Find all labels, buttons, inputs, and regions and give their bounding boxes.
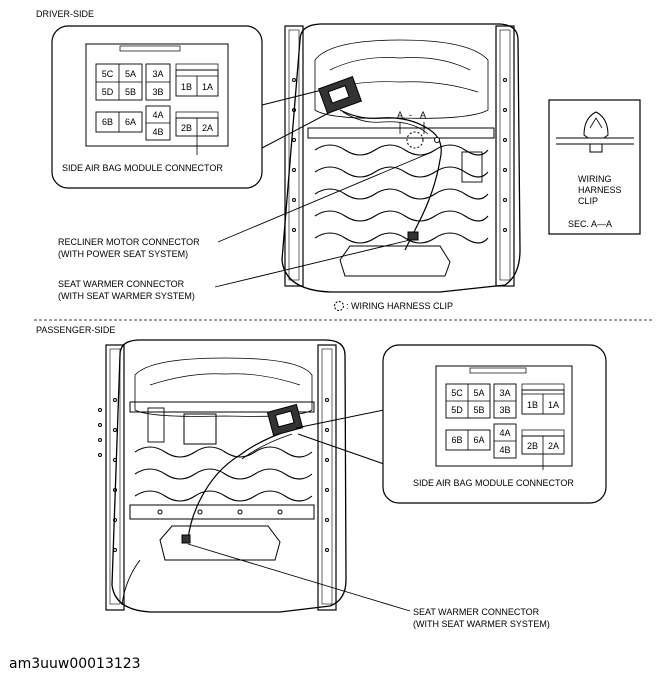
passenger-side-title: PASSENGER-SIDE	[36, 325, 115, 335]
pin-6b: 6B	[102, 117, 113, 127]
passenger-connector-label: SIDE AIR BAG MODULE CONNECTOR	[413, 478, 574, 488]
p-pin-6a: 6A	[473, 435, 484, 445]
pin-5d: 5D	[102, 87, 114, 97]
p-pin-2b: 2B	[527, 441, 538, 451]
p-pin-3b: 3B	[499, 405, 510, 415]
clip-box-line2: HARNESS	[578, 185, 622, 195]
clip-legend-icon	[334, 301, 344, 311]
p-pin-6b: 6B	[451, 435, 462, 445]
p-pin-5b: 5B	[473, 405, 484, 415]
pin-1b: 1B	[181, 82, 192, 92]
driver-seat-frame	[281, 23, 521, 293]
pin-3a: 3A	[152, 69, 163, 79]
driver-warmer-label-1: SEAT WARMER CONNECTOR	[58, 279, 185, 289]
recliner-label-1: RECLINER MOTOR CONNECTOR	[58, 237, 200, 247]
pin-5a: 5A	[125, 69, 136, 79]
driver-seat-airbag-connector	[317, 75, 363, 115]
p-pin-5d: 5D	[451, 405, 463, 415]
p-pin-4b: 4B	[499, 445, 510, 455]
clip-legend-label: : WIRING HARNESS CLIP	[346, 301, 453, 311]
recliner-label-2: (WITH POWER SEAT SYSTEM)	[58, 249, 188, 259]
wiring-harness-clip-marker	[406, 131, 424, 149]
section-a-right: A	[420, 110, 426, 120]
section-a-a-box: WIRING HARNESS CLIP SEC. A—A	[548, 99, 641, 235]
pin-4a: 4A	[152, 110, 163, 120]
p-pin-5a: 5A	[473, 388, 484, 398]
pin-5c: 5C	[102, 69, 114, 79]
passenger-seat-frame	[98, 339, 347, 613]
figure-code: am3uuw00013123	[9, 656, 141, 672]
p-pin-1a: 1A	[548, 400, 559, 410]
driver-connector-label: SIDE AIR BAG MODULE CONNECTOR	[62, 163, 223, 173]
p-pin-3a: 3A	[499, 388, 510, 398]
pin-1a: 1A	[202, 82, 213, 92]
pin-4b: 4B	[152, 127, 163, 137]
pin-6a: 6A	[125, 117, 136, 127]
driver-side-title: DRIVER-SIDE	[36, 9, 94, 19]
passenger-warmer-label-2: (WITH SEAT WARMER SYSTEM)	[413, 619, 550, 629]
driver-connector-callout: 5C 5A 5D 5B 3A 3B 1B 1A 6B 6A 4A 4B 2B 2…	[51, 25, 263, 189]
driver-warmer-label-2: (WITH SEAT WARMER SYSTEM)	[58, 291, 195, 301]
p-pin-2a: 2A	[548, 441, 559, 451]
clip-box-section: SEC. A—A	[568, 219, 612, 229]
section-a-left: A	[397, 110, 403, 120]
passenger-connector-callout: 5C 5A 5D 5B 3A 3B 1B 1A 6B 6A 4A 4B 2B 2…	[382, 344, 607, 504]
p-pin-5c: 5C	[451, 388, 463, 398]
section-dash: -	[409, 110, 412, 120]
pin-2b: 2B	[181, 123, 192, 133]
pin-5b: 5B	[125, 87, 136, 97]
p-pin-4a: 4A	[499, 428, 510, 438]
p-pin-1b: 1B	[527, 400, 538, 410]
clip-box-line1: WIRING	[578, 174, 612, 184]
passenger-warmer-label-1: SEAT WARMER CONNECTOR	[413, 607, 540, 617]
pin-3b: 3B	[152, 87, 163, 97]
pin-2a: 2A	[202, 123, 213, 133]
clip-box-line3: CLIP	[578, 196, 598, 206]
passenger-seat-airbag-connector	[266, 403, 304, 437]
